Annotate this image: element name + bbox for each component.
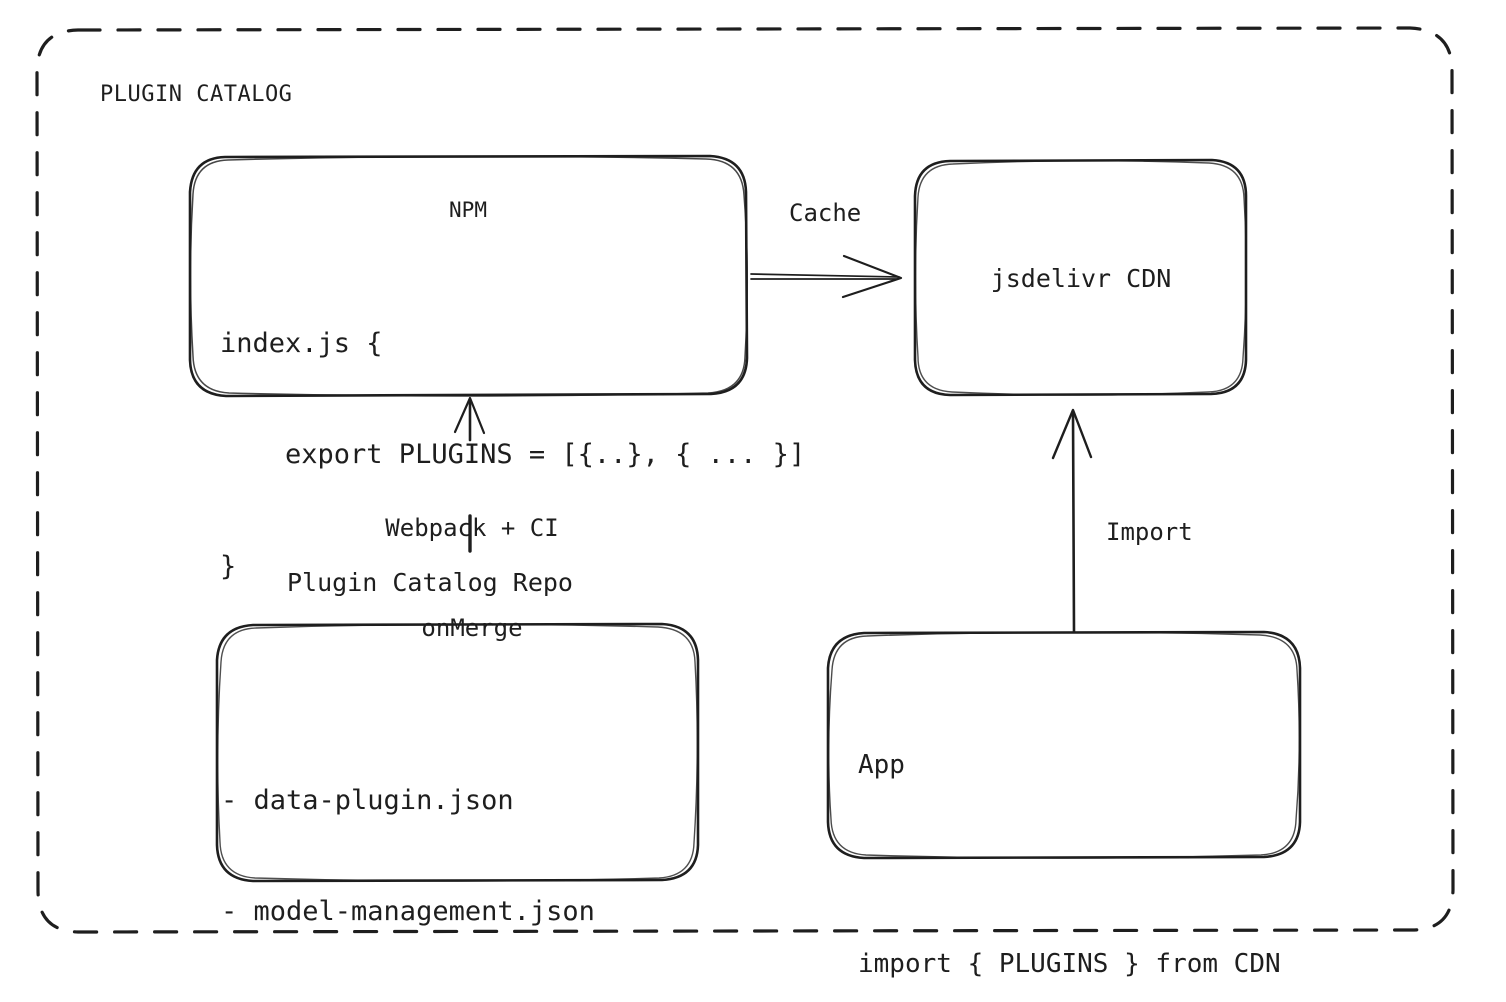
app-spacer	[858, 855, 1281, 875]
npm-node-title: NPM	[449, 198, 487, 222]
repo-node-list: - data-plugin.json - model-management.js…	[221, 707, 595, 1002]
edge-label-webpack-line-2: onMerge	[421, 613, 523, 642]
frame-title: PLUGIN CATALOG	[100, 82, 293, 107]
app-to-cdn-line	[1071, 410, 1076, 634]
app-code-line-1: import { PLUGINS } from CDN	[858, 949, 1281, 980]
edge-label-import: Import	[1106, 518, 1193, 546]
app-node-title: App	[858, 749, 905, 780]
repo-list-item: - model-management.json	[221, 896, 595, 928]
npm-code-line-2: export PLUGINS = [{..}, { ... }]	[220, 439, 806, 471]
edge-label-webpack-line-1: Webpack + CI	[385, 514, 559, 543]
edge-label-webpack-ci: Webpack + CI onMerge	[374, 446, 570, 711]
repo-list-item: - data-plugin.json	[221, 784, 514, 816]
npm-to-cdn-arrowhead	[841, 254, 903, 299]
app-node-content: App import { PLUGINS } from CDN PLUGINS.…	[858, 676, 1281, 1002]
npm-node-code: index.js { export PLUGINS = [{..}, { ...…	[220, 250, 805, 660]
edge-label-cache: Cache	[789, 199, 862, 227]
npm-code-line-1: index.js {	[220, 327, 383, 359]
cdn-node-title: jsdelivr CDN	[990, 264, 1172, 293]
app-to-cdn-arrowhead	[1051, 408, 1093, 460]
npm-code-line-3: }	[220, 551, 237, 582]
repo-node-caption: Plugin Catalog Repo	[287, 568, 573, 597]
